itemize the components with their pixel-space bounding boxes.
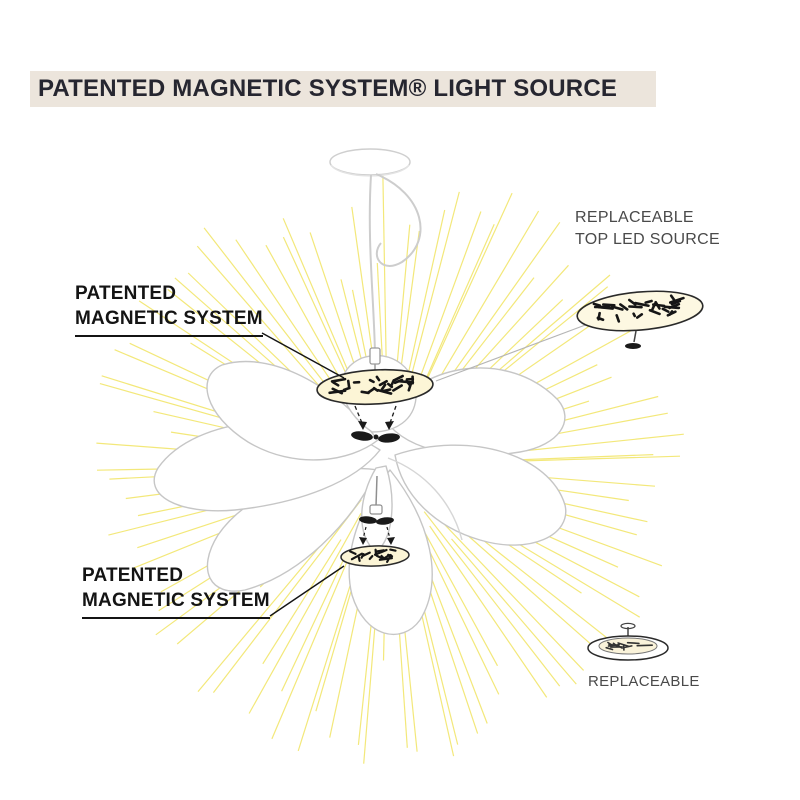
magnetic-system-upper-label: PATENTED MAGNETIC SYSTEM [75, 281, 263, 337]
page-title: PATENTED MAGNETIC SYSTEM® LIGHT SOURCE [38, 75, 618, 102]
replaceable-top-led-icon [435, 290, 704, 382]
magnetic-system-upper-line1: PATENTED [75, 283, 177, 304]
lower-stem-icon [369, 475, 383, 515]
top-led-disc-marks [328, 374, 415, 395]
bottom-led-disc-marks [349, 548, 397, 563]
replaceable-top-led-marks [592, 294, 685, 323]
magnetic-system-lower-label: PATENTED MAGNETIC SYSTEM [82, 563, 270, 619]
top-led-source-label-line2: TOP LED SOURCE [575, 231, 720, 248]
bottom-led-disc-icon [340, 545, 410, 567]
top-led-disc-icon [316, 368, 434, 406]
magnetic-system-lower-line1: PATENTED [82, 565, 184, 586]
ceiling-canopy-icon [329, 148, 411, 177]
magnet-coupling-upper-icon [351, 405, 400, 443]
label-leader-lines [261, 332, 345, 617]
replaceable-bottom-disc-icon [587, 622, 669, 661]
replaceable-bottom-disc-marks [605, 641, 654, 651]
top-led-source-label: REPLACEABLE TOP LED SOURCE [575, 207, 720, 251]
top-led-source-label-line1: REPLACEABLE [575, 209, 694, 226]
replaceable-bottom-label: REPLACEABLE [588, 673, 700, 690]
suspension-cable-icon [368, 173, 422, 355]
magnet-coupling-lower-icon [359, 516, 395, 545]
magnetic-system-lower-line2: MAGNETIC SYSTEM [82, 590, 270, 611]
magnetic-system-upper-line2: MAGNETIC SYSTEM [75, 308, 263, 329]
header-bar: PATENTED MAGNETIC SYSTEM® LIGHT SOURCE [30, 71, 656, 107]
